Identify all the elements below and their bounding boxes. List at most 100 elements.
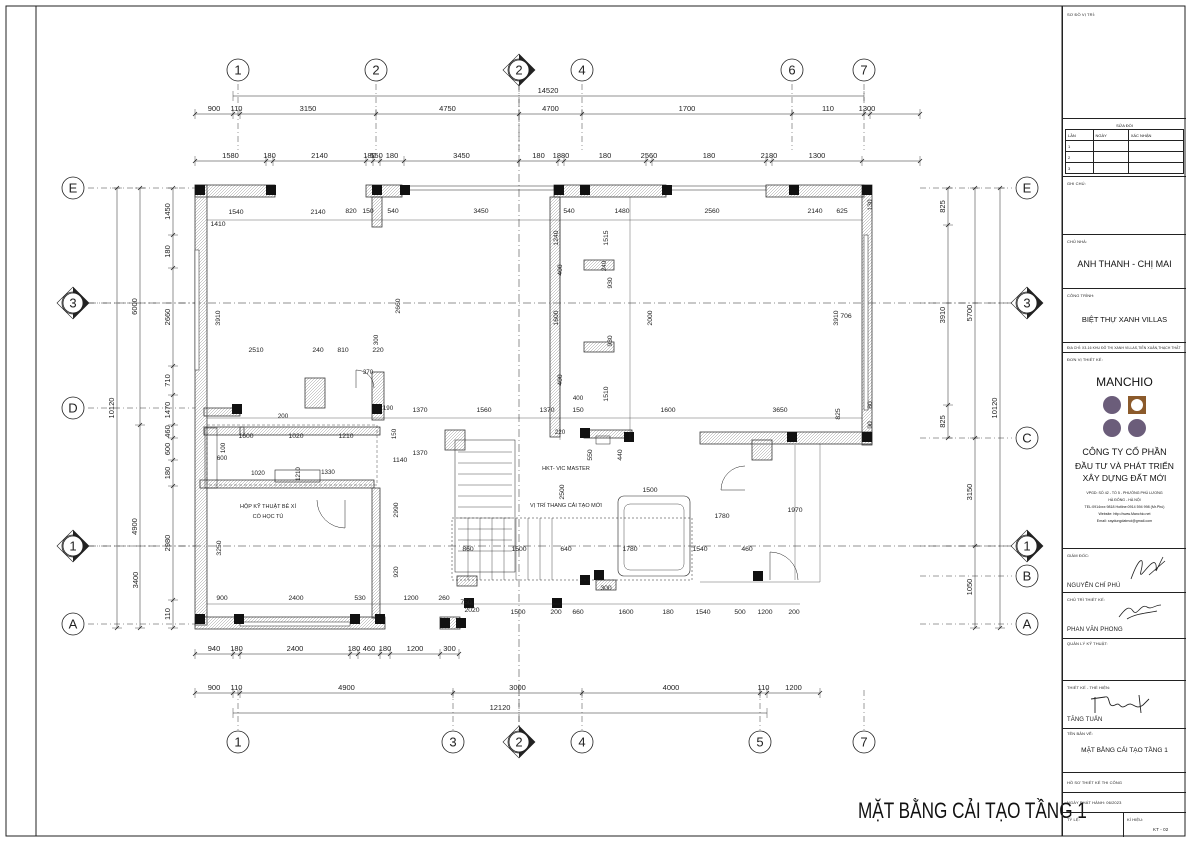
dim-top-2-slash	[555, 158, 561, 164]
interior-dim-small: 1020	[251, 470, 265, 477]
interior-dim: 400	[557, 264, 564, 276]
interior-dim: 825	[835, 408, 842, 420]
grid-bubble-top-label: 4	[578, 63, 585, 78]
lead-designer-signature	[1118, 604, 1162, 620]
dim-left-outer-slash	[114, 185, 120, 191]
interior-dim: 820	[345, 208, 357, 215]
column	[266, 185, 276, 195]
interior-dim: 1600	[618, 609, 633, 616]
dim-bottom-1-text: 180	[348, 644, 361, 653]
interior-dim: 2660	[395, 298, 402, 313]
dim-left-inner-text: 2980	[163, 535, 172, 552]
interior-dim: 500	[734, 609, 746, 616]
grid-bubble-left-label: E	[69, 181, 78, 196]
company-line-2: ĐẦU TƯ VÀ PHÁT TRIỂN	[1075, 461, 1174, 471]
interior-dim: 540	[563, 208, 575, 215]
dim-left-inner-slash	[170, 363, 176, 369]
interior-dim: 130	[867, 199, 874, 211]
dim-bottom-2-text: 1200	[785, 683, 802, 692]
column	[580, 185, 590, 195]
dim-right-inner-slash	[945, 435, 951, 441]
dim-right-outer-slash	[997, 625, 1003, 631]
grid-bubble-bottom-label: 3	[449, 735, 456, 750]
interior-dim: 400	[557, 374, 564, 386]
grid-bubble-bottom-label: 5	[756, 735, 763, 750]
dim-top-1-slash	[192, 111, 198, 117]
interior-dim: 80	[867, 401, 874, 409]
new-stair-zone	[451, 517, 693, 581]
dim-top-2-text: 180	[532, 151, 545, 160]
rev-row: 2	[1065, 151, 1094, 163]
dim-bottom-1-text: 300	[443, 644, 456, 653]
drawing-frame	[35, 5, 1063, 837]
dim-left-inner-text: 1450	[163, 203, 172, 220]
dim-bottom-1-slash	[456, 651, 462, 657]
column	[464, 598, 474, 608]
interior-dim: 550	[587, 449, 594, 461]
interior-dim: 1200	[757, 609, 772, 616]
grid-bubble-right-label: A	[1023, 617, 1032, 632]
interior-dim: 1600	[553, 310, 560, 325]
lead-designer-cell: CHỦ TRÌ THIẾT KẾ: PHAN VĂN PHONG	[1063, 592, 1186, 638]
interior-dim: 1560	[476, 407, 491, 414]
drafter-label: THIẾT KẾ - THỂ HIỆN:	[1067, 685, 1111, 690]
design-firm-cell: ĐƠN VỊ THIẾT KẾ: MANCHIO CÔNG TY CỔ PHẦN…	[1063, 352, 1186, 548]
drawing-code: KT - 02	[1153, 827, 1169, 832]
dim-bottom-total-text: 12120	[490, 703, 511, 712]
dim-bottom-1-slash	[347, 651, 353, 657]
dim-top-2-slash	[643, 158, 649, 164]
grid-bubble-right-circle	[1015, 564, 1039, 588]
grid-bubble-top-circle	[780, 58, 804, 82]
dim-top-2-text: 3450	[453, 151, 470, 160]
grid-bubble-right-label: B	[1023, 569, 1032, 584]
dim-right-mid-slash	[972, 625, 978, 631]
wall	[239, 426, 381, 436]
interior-dim: 1510	[603, 386, 610, 401]
interior-dim-small: 220	[555, 429, 566, 436]
dim-right-mid-slash	[972, 435, 978, 441]
grid-bubble-left-label: 1	[69, 539, 76, 554]
dim-right-inner-slash	[945, 185, 951, 191]
interior-dim: 1370	[539, 407, 554, 414]
project-address: ĐỊA CHỈ: X3-16 KHU ĐÔ THỊ XANH VILLAS,TI…	[1067, 346, 1181, 350]
column	[554, 185, 564, 195]
issue-date: NGÀY PHÁT HÀNH: 06/2023	[1067, 800, 1122, 805]
dim-top-2-text: 1880	[553, 151, 570, 160]
interior-dim: 440	[617, 449, 624, 461]
dim-left-mid-slash	[137, 185, 143, 191]
dim-top-2-text: 180	[599, 151, 612, 160]
dim-top-2-slash	[649, 158, 655, 164]
interior-dim: 90	[867, 421, 874, 429]
interior-dim: 3910	[833, 310, 840, 325]
grid-bubble-right-inner	[1016, 292, 1038, 314]
dim-bottom-1-slash	[377, 651, 383, 657]
wall	[583, 341, 615, 353]
dim-bottom-2-text: 110	[231, 683, 243, 692]
dim-top-1-slash	[230, 111, 236, 117]
lead-designer-name: PHAN VĂN PHONG	[1067, 627, 1123, 633]
dim-top-1-text: 900	[208, 104, 221, 113]
dim-top-2-text: 180	[263, 151, 276, 160]
address-cell: ĐỊA CHỈ: X3-16 KHU ĐÔ THỊ XANH VILLAS,TI…	[1063, 342, 1186, 352]
dim-left-inner-text: 600	[163, 443, 172, 456]
dim-right-inner-slash	[945, 402, 951, 408]
interior-dim: 2510	[248, 347, 263, 354]
dim-top-2-slash	[769, 158, 775, 164]
dim-top-total-text: 14520	[538, 86, 559, 95]
sheet-name-label: TÊN BẢN VẼ:	[1067, 731, 1093, 736]
fixture	[595, 435, 611, 445]
interior-dim-small: 300	[373, 334, 380, 345]
dim-left-inner-slash	[170, 625, 176, 631]
door-swing	[769, 551, 799, 581]
door-swing	[316, 499, 346, 529]
column	[552, 598, 562, 608]
interior-dim: 1480	[614, 208, 629, 215]
dim-bottom-1-slash	[387, 651, 393, 657]
wall	[583, 259, 615, 271]
dim-top-1-slash	[917, 111, 923, 117]
dim-right-mid-text: 1050	[965, 579, 974, 596]
dim-top-2-slash	[763, 158, 769, 164]
company-address-4: Website: http://www.Manchio.net	[1098, 512, 1151, 516]
grid-bubble-bottom-label: 2	[515, 735, 522, 750]
